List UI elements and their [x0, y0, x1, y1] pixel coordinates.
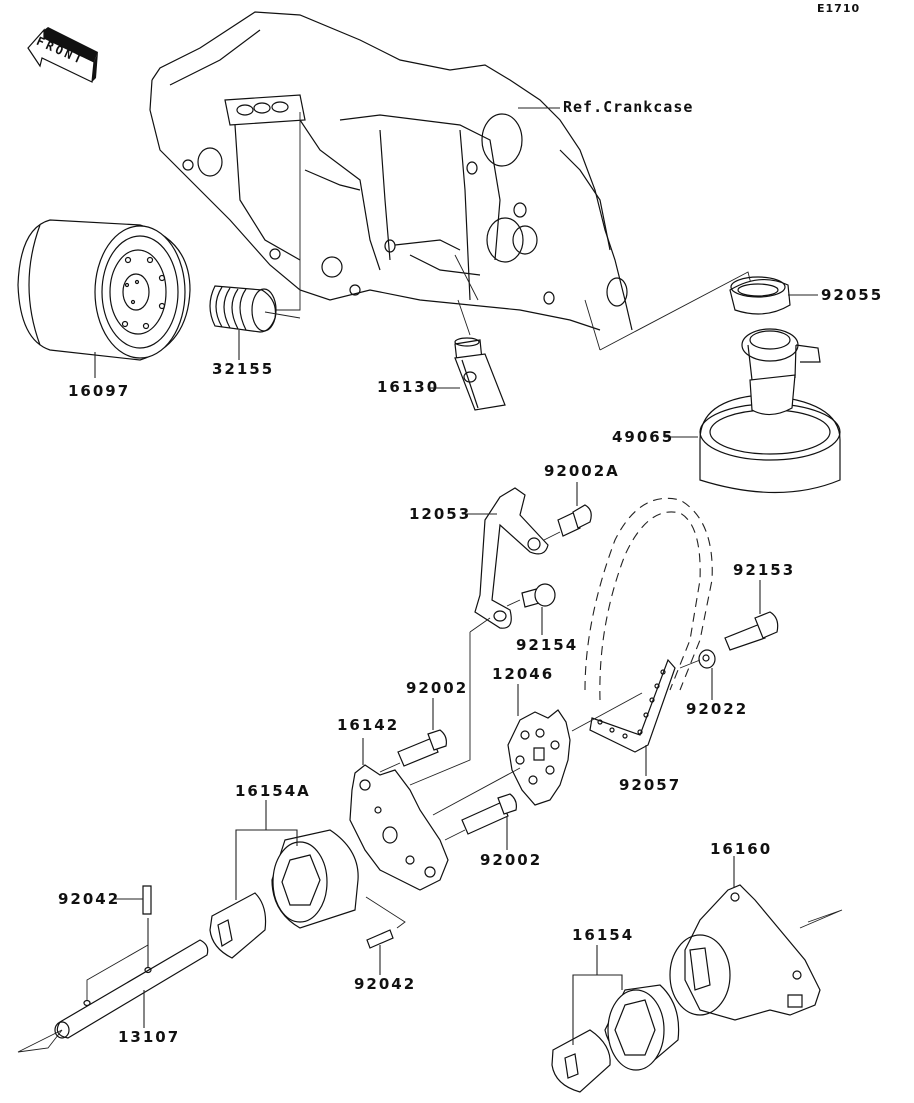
strainer-49065-illustration [700, 329, 840, 493]
part-label-92042-left[interactable]: 92042 [58, 890, 121, 908]
front-arrow-icon [28, 27, 98, 82]
part-label-13107[interactable]: 13107 [118, 1028, 181, 1046]
part-label-92154[interactable]: 92154 [516, 636, 579, 654]
crankcase-illustration [150, 12, 632, 350]
part-label-16154A[interactable]: 16154A [235, 782, 311, 800]
plug-32155-illustration [210, 286, 300, 332]
part-label-92057[interactable]: 92057 [619, 776, 682, 794]
part-label-12046[interactable]: 12046 [492, 665, 555, 683]
part-label-92022[interactable]: 92022 [686, 700, 749, 718]
part-label-92042-right[interactable]: 92042 [354, 975, 417, 993]
part-label-16160[interactable]: 16160 [710, 840, 773, 858]
rotor-16154-illustration [552, 985, 679, 1092]
part-label-12053[interactable]: 12053 [409, 505, 472, 523]
oil-filter-illustration [18, 220, 190, 360]
pump-cover-16142-illustration [350, 765, 448, 890]
diagram-code: E1710 [817, 2, 861, 15]
chain-92057-illustration [572, 660, 675, 752]
bolt-92002A-illustration [544, 505, 591, 540]
pin-92042-left-illustration [143, 886, 151, 914]
pump-body-16160-illustration [670, 885, 842, 1020]
rotor-16154A-illustration [210, 830, 358, 958]
pin-92042-right-illustration [366, 897, 405, 948]
bolt-92002-bottom-illustration [445, 794, 516, 840]
part-label-92055[interactable]: 92055 [821, 286, 884, 304]
part-label-92002-top[interactable]: 92002 [406, 679, 469, 697]
part-label-16097[interactable]: 16097 [68, 382, 131, 400]
part-label-92153[interactable]: 92153 [733, 561, 796, 579]
chain-guide-12053-illustration [475, 488, 548, 628]
chain-path-illustration [585, 498, 712, 700]
bolt-92153-illustration [725, 612, 778, 650]
part-label-92002-bottom[interactable]: 92002 [480, 851, 543, 869]
bolt-92154-illustration [507, 584, 555, 607]
part-label-16142[interactable]: 16142 [337, 716, 400, 734]
part-label-92002A[interactable]: 92002A [544, 462, 620, 480]
sprocket-12046-illustration [433, 710, 570, 815]
part-label-32155[interactable]: 32155 [212, 360, 275, 378]
fitting-16130-illustration [455, 300, 505, 410]
part-label-16130[interactable]: 16130 [377, 378, 440, 396]
part-label-49065[interactable]: 49065 [612, 428, 675, 446]
reference-crankcase-label: Ref.Crankcase [563, 98, 694, 116]
bolt-92002-top-illustration [380, 730, 446, 772]
cap-92055-illustration [600, 272, 790, 350]
part-label-16154[interactable]: 16154 [572, 926, 635, 944]
shaft-13107-illustration [18, 940, 208, 1052]
washer-92022-illustration [680, 650, 715, 668]
